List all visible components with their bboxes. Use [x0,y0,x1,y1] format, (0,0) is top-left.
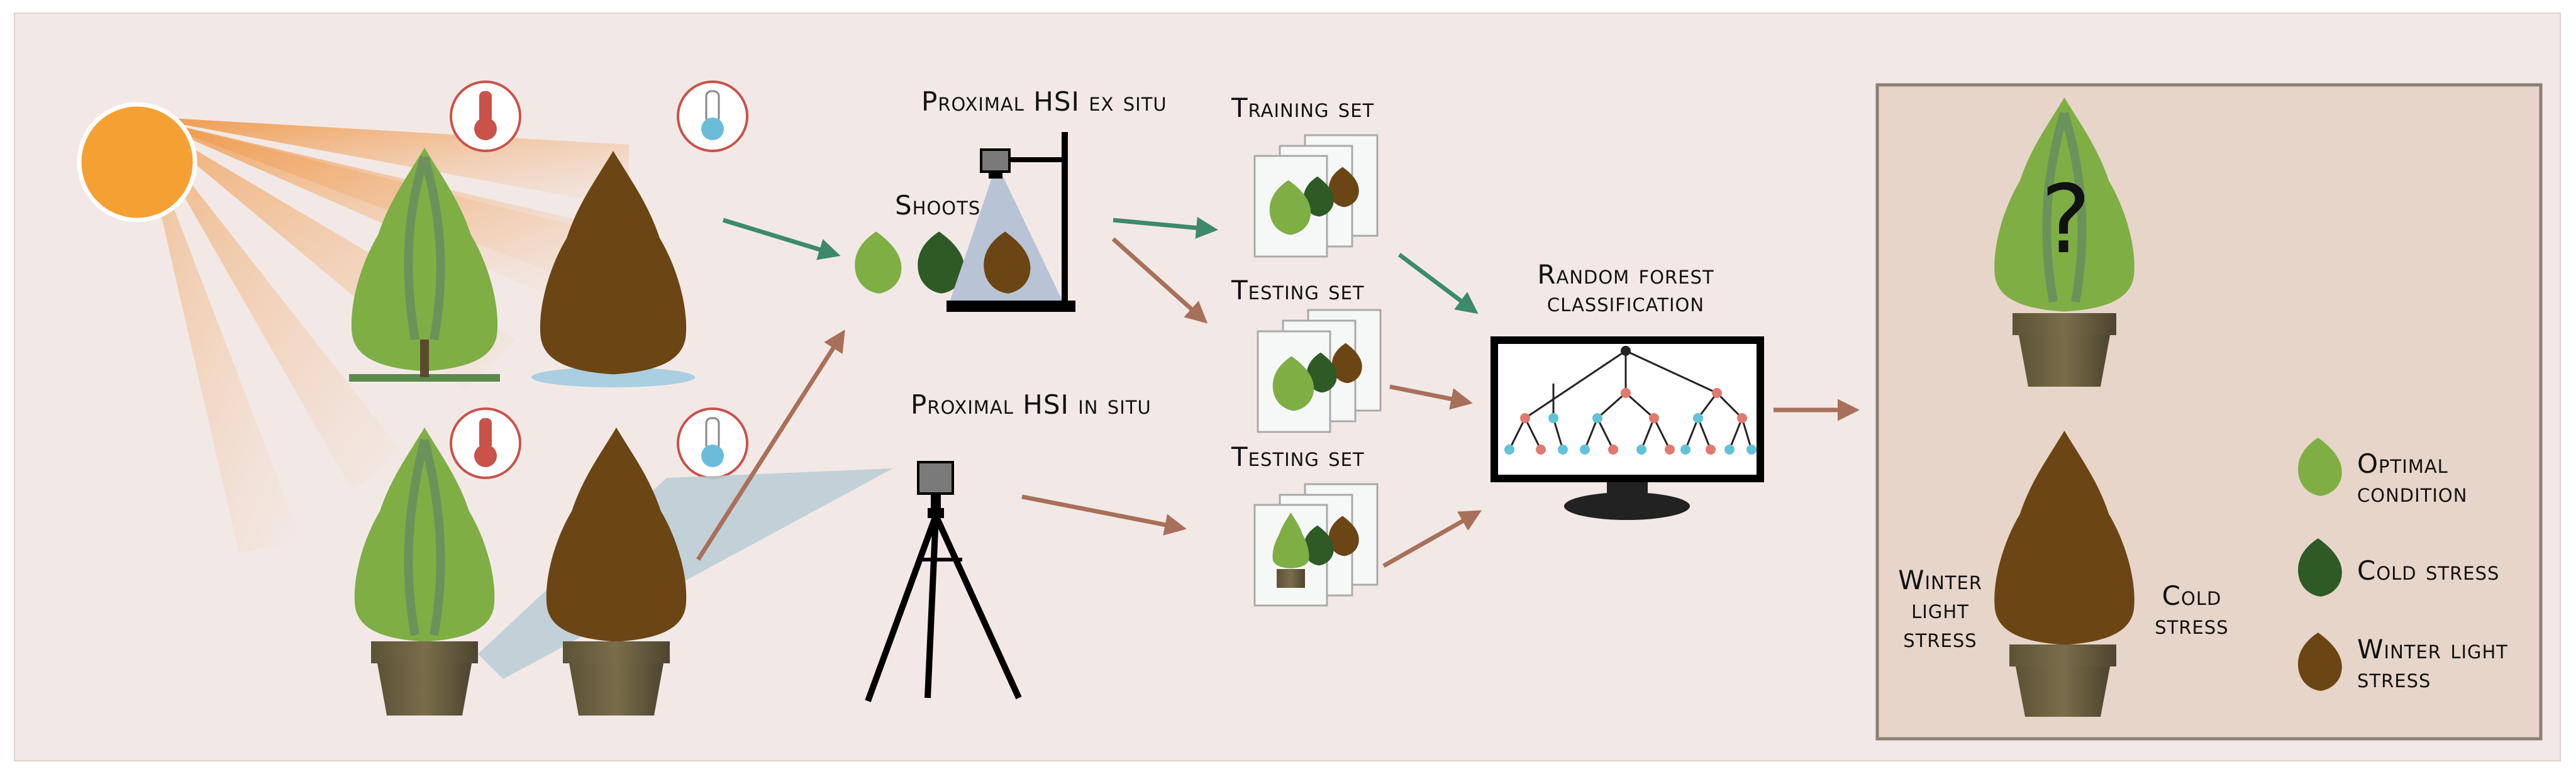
legend-item-winter: Winter light stress [2357,635,2508,693]
legend-item-cold: Cold stress [2357,556,2499,585]
testing-set-label-1: Testing set [1231,275,1365,306]
lab-stand-camera-icon [947,132,1075,312]
proximal-ex-situ-label: Proximal HSI ex situ [921,86,1167,117]
sun-icon [77,102,197,223]
optimal-shoot-icon [855,231,902,294]
legend-optimal-line2: condition [2357,477,2468,508]
random-forest-label-line1: Random forest [1537,259,1714,290]
optimal-tree-potted [354,428,495,716]
legend-item-optimal: Optimal condition [2357,450,2467,507]
arrow-to-shoots-from-field [696,329,845,561]
cold-stress-line1: Cold [2162,580,2222,611]
random-forest-monitor [1491,336,1764,520]
training-set-cards [1253,134,1379,258]
camera-view-cone [478,468,893,679]
legend-cold-line1: Cold stress [2357,555,2500,586]
cold-stress-label: Cold stress [2138,582,2245,639]
legend-optimal-line1: Optimal [2357,448,2448,479]
unknown-tree [1994,97,2135,387]
optimal-tree-top [349,148,500,382]
arrow-to-training-set [1113,216,1218,239]
winter-light-stress-label: Winter light stress [1887,566,1994,653]
cold-stress-line2: stress [2155,609,2229,640]
legend-winter-line1: Winter light [2357,634,2509,665]
arrow-to-classifier-from-testing-2 [1382,510,1482,568]
split-tree-top [531,151,695,387]
unknown-mark: ? [2041,165,2091,275]
winter-light-stress-line3: stress [1903,622,1977,653]
proximal-in-situ-label: Proximal HSI in situ [911,389,1152,420]
cold-thermometer-icon [677,407,748,479]
winter-light-stress-line1: Winter [1898,565,1982,595]
testing-set-cards-1 [1257,309,1382,433]
result-panel [1875,83,2543,741]
random-forest-label-line2: classification [1546,287,1705,318]
arrow-to-shoots [722,218,841,260]
stressed-tree [1994,431,2135,717]
random-forest-label: Random forest classification [1500,261,1752,316]
tripod-camera-icon [865,461,1022,702]
arrow-to-classifier-from-testing-1 [1389,384,1473,410]
warm-thermometer-icon [450,80,521,152]
training-set-label: Training set [1231,92,1375,123]
arrow-to-testing-set-2 [1021,494,1187,536]
testing-set-label-2: Testing set [1231,441,1365,472]
arrow-to-classifier-from-training [1397,253,1479,314]
shoots-label: Shoots [895,190,981,221]
testing-set-cards-2 [1253,483,1379,607]
warm-thermometer-icon [450,407,521,479]
winter-light-stress-line2: light [1911,594,1969,624]
split-tree-potted [546,428,687,716]
legend-winter-line2: stress [2357,663,2431,694]
arrow-to-testing-set-1 [1111,237,1208,324]
cold-thermometer-icon [677,80,748,152]
